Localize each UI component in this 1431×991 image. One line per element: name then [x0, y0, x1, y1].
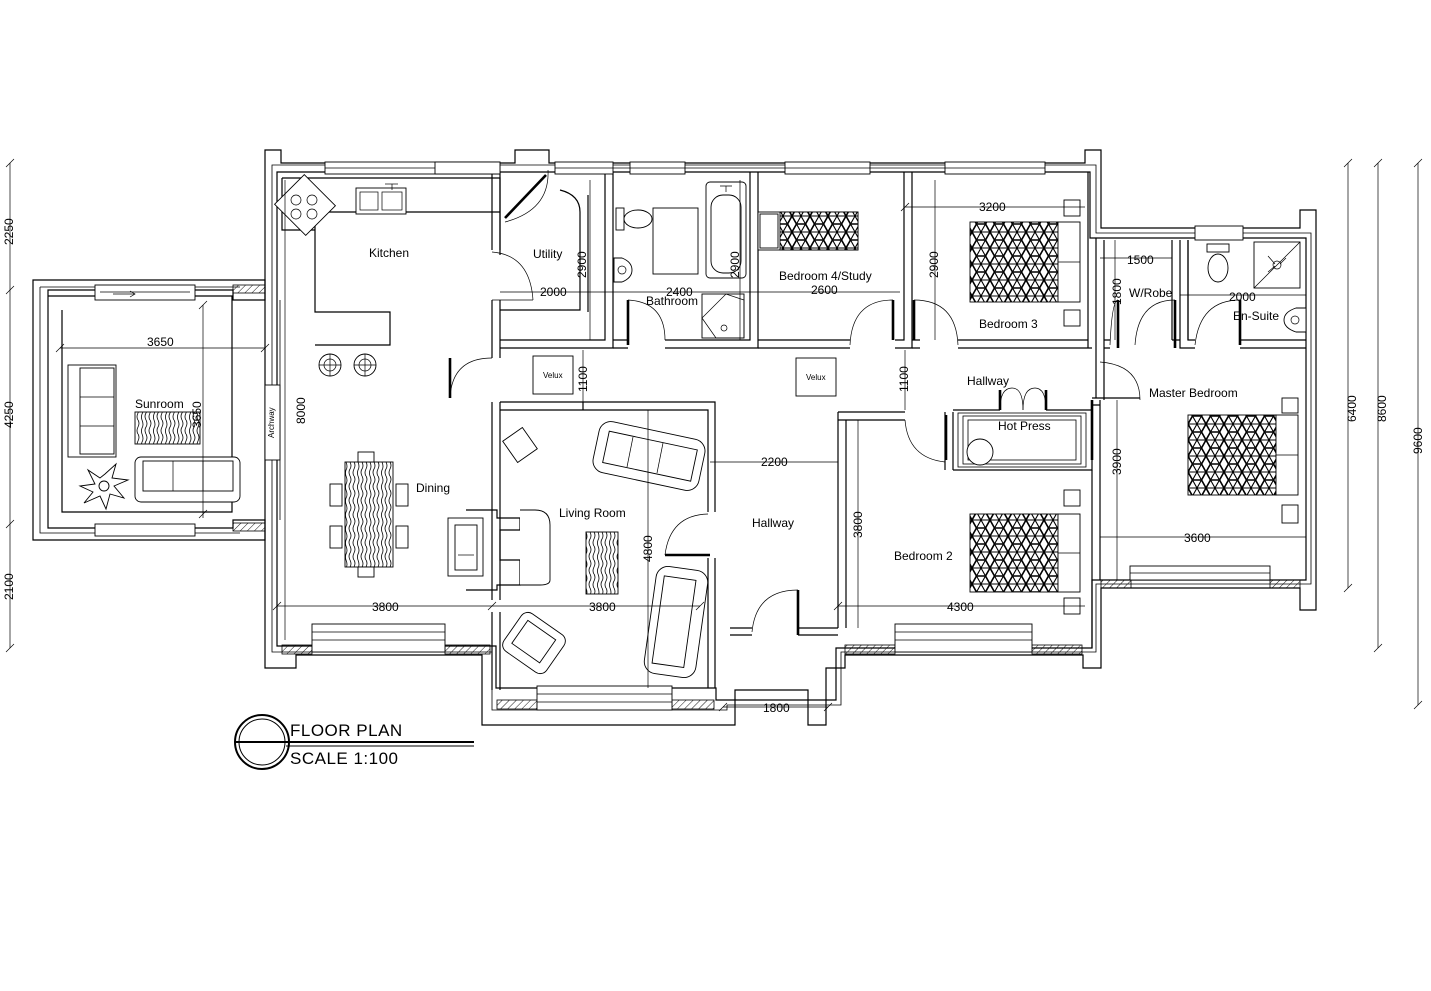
dim-living-width: 3800: [589, 600, 616, 614]
windows: [94, 161, 1271, 711]
dim-sunroom-height: 3650: [190, 401, 204, 428]
living-coffee-table: [585, 531, 619, 595]
dim-corridor-1: 1100: [576, 366, 590, 392]
ensuite-shower-icon: [1253, 241, 1301, 289]
dimension-labels: 3650 3650 8000 2000 2900 2400 2900 2600 …: [2, 200, 1425, 715]
bar-stools: [318, 353, 377, 377]
room-label-master: Master Bedroom: [1149, 386, 1238, 400]
dim-right-8600: 8600: [1375, 395, 1389, 422]
lamp-table-icon: [502, 426, 538, 464]
sink-icon: [355, 183, 407, 215]
room-label-ensuite: En-Suite: [1233, 309, 1279, 323]
plan-scale: SCALE 1:100: [290, 749, 399, 768]
shower-icon: [701, 293, 745, 339]
dim-utility-height: 2900: [575, 251, 589, 278]
dim-corridor-2: 1100: [897, 366, 911, 392]
outer-walls: [232, 149, 1317, 726]
armchair-icon: [502, 611, 566, 675]
sunroom-sofa-bottom: [134, 456, 241, 503]
room-label-bedroom2: Bedroom 2: [894, 549, 953, 563]
sunroom-coffee-table: [134, 411, 201, 445]
dim-ensuite-width: 2000: [1229, 290, 1256, 304]
bathtub-icon: [705, 181, 747, 279]
dim-kitchen-height: 8000: [294, 397, 308, 424]
dim-left-bottom: 2100: [2, 573, 16, 600]
dim-bed2-height: 3800: [851, 511, 865, 538]
velux-label-1: Velux: [543, 371, 563, 380]
room-label-hotpress: Hot Press: [998, 419, 1051, 433]
dim-wrobe-width: 1500: [1127, 253, 1154, 267]
dining-table: [329, 451, 409, 578]
dimension-lines: [5, 158, 1423, 712]
door-swings: [448, 169, 1242, 633]
dim-sunroom-width: 3650: [147, 335, 174, 349]
room-label-hallway-main: Hallway: [752, 516, 794, 530]
dim-master-height: 3900: [1110, 448, 1124, 475]
ensuite-basin-icon: [1283, 307, 1307, 333]
washbasin-icon: [613, 257, 633, 283]
room-label-bedroom3: Bedroom 3: [979, 317, 1038, 331]
hob-icon: [273, 173, 337, 237]
dim-bath-width: 2400: [666, 285, 693, 299]
room-label-bedroom4: Bedroom 4/Study: [779, 269, 872, 283]
bedroom4-bed: [757, 211, 859, 251]
dim-left-top: 2250: [2, 218, 16, 245]
bedroom3-bed: [969, 199, 1081, 327]
velux-label-2: Velux: [806, 373, 826, 382]
dim-bath-height: 2900: [728, 251, 742, 278]
sunroom-walls: [32, 279, 281, 541]
master-bed: [1187, 397, 1299, 524]
bedroom2-bed: [969, 489, 1081, 615]
dim-porch-width: 1800: [763, 701, 790, 715]
plan-title: FLOOR PLAN: [290, 721, 403, 740]
dim-dining-width: 3800: [372, 600, 399, 614]
dim-bed3-width: 3200: [979, 200, 1006, 214]
dim-wrobe-height: 1800: [1110, 278, 1124, 305]
dim-left-mid: 4250: [2, 401, 16, 428]
room-label-kitchen: Kitchen: [369, 246, 409, 260]
room-label-living: Living Room: [559, 506, 626, 520]
dim-hall-width: 2200: [761, 455, 788, 469]
bath-mat: [652, 207, 699, 275]
dim-right-9600: 9600: [1411, 427, 1425, 454]
living-sofa-right: [643, 566, 709, 678]
dim-living-height: 4800: [641, 535, 655, 562]
room-label-hallway-upper: Hallway: [967, 374, 1009, 388]
ensuite-toilet-icon: [1206, 243, 1230, 283]
sunroom-sofa-left: [67, 364, 117, 458]
toilet-icon: [615, 207, 653, 231]
dim-master-width: 3600: [1184, 531, 1211, 545]
room-label-bathroom: Bathroom: [646, 294, 698, 308]
dim-bed2-width: 4300: [947, 600, 974, 614]
velux-skylight-2: [795, 357, 837, 397]
plant-icon: [78, 462, 130, 511]
archway-label: Archway: [267, 407, 276, 438]
interior-walls: [491, 172, 1306, 690]
velux-skylight-1: [532, 355, 574, 395]
dim-utility-width: 2000: [540, 285, 567, 299]
living-sofa-top: [592, 421, 706, 491]
room-label-sunroom: Sunroom: [135, 397, 184, 411]
room-label-utility: Utility: [533, 247, 562, 261]
dim-right-6400: 6400: [1345, 395, 1359, 422]
dim-bed3-height: 2900: [927, 251, 941, 278]
stove-icon: [447, 517, 484, 577]
room-label-wrobe: W/Robe: [1129, 286, 1173, 300]
room-label-dining: Dining: [416, 481, 450, 495]
dim-bed4-width: 2600: [811, 283, 838, 297]
title-block: [234, 714, 474, 770]
